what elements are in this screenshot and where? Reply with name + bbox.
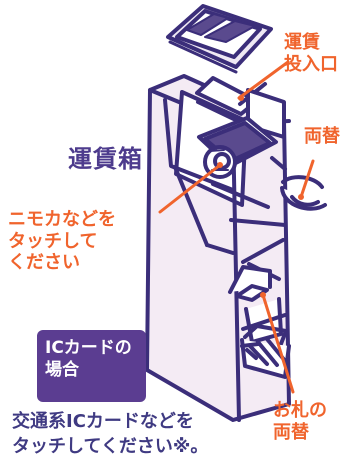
bill-changer-area — [228, 265, 291, 379]
instruction-text: 交通系ICカードなどを タッチしてください※。 — [12, 411, 209, 457]
fare-box-label: 運賃箱 — [68, 145, 143, 173]
nimoca-touch-label: ニモカなどを タッチして ください — [8, 209, 116, 274]
ic-card-badge: ICカードの 場合 — [37, 330, 146, 402]
coin-changer-label: 両替 — [304, 126, 340, 147]
pointer-lines — [158, 60, 315, 394]
ic-card-badge-text: ICカードの 場合 — [45, 338, 132, 380]
bill-changer-label: お札の 両替 — [273, 400, 327, 443]
top-display-panel — [166, 4, 273, 74]
ic-reader-area — [197, 116, 278, 179]
fare-slot-label: 運賃 投入口 — [284, 32, 338, 75]
